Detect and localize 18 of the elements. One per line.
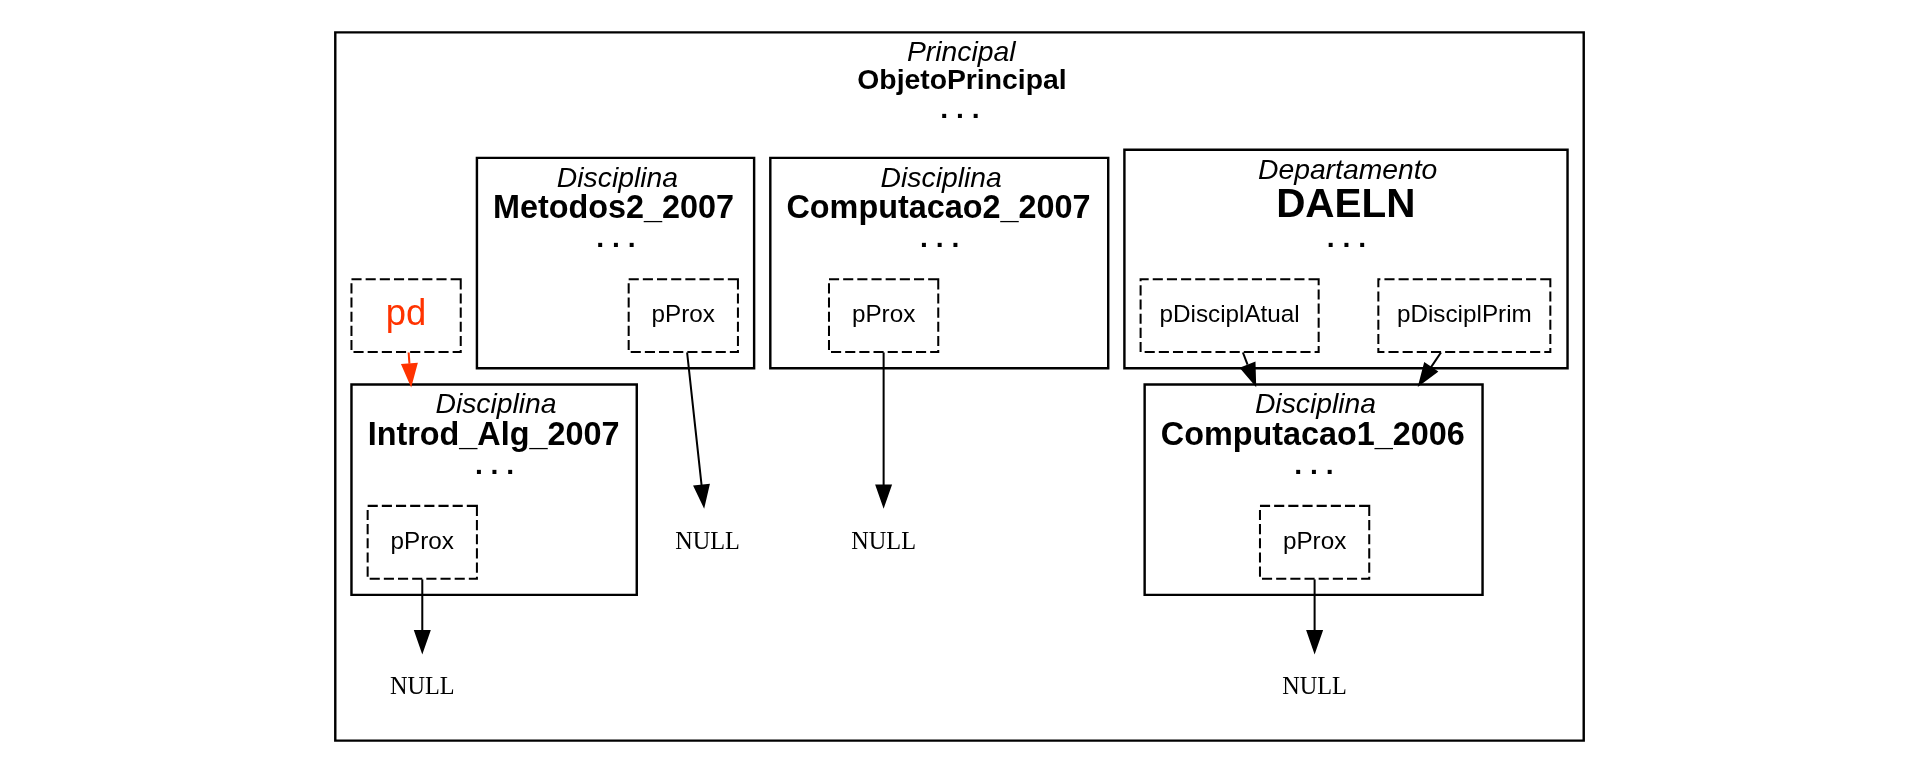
arrow [400, 352, 418, 388]
arrow [1305, 579, 1323, 655]
arrow [413, 579, 431, 655]
node-box: pDisciplAtual [1139, 278, 1320, 354]
node-box: pDisciplPrim [1376, 278, 1551, 354]
arrow [874, 352, 892, 509]
node-box: pd [349, 278, 462, 354]
arrow [1417, 351, 1442, 387]
node-box: pProx [366, 504, 478, 580]
arrow [685, 352, 710, 509]
node-text: NULL [1281, 672, 1347, 700]
arrow [1239, 352, 1256, 388]
node-box: pProx [827, 278, 939, 354]
node-text: NULL [850, 526, 916, 554]
node-text: NULL [389, 672, 455, 700]
node-box: pProx [1258, 504, 1370, 580]
node-box: pProx [627, 278, 739, 354]
node-text: NULL [674, 526, 740, 554]
